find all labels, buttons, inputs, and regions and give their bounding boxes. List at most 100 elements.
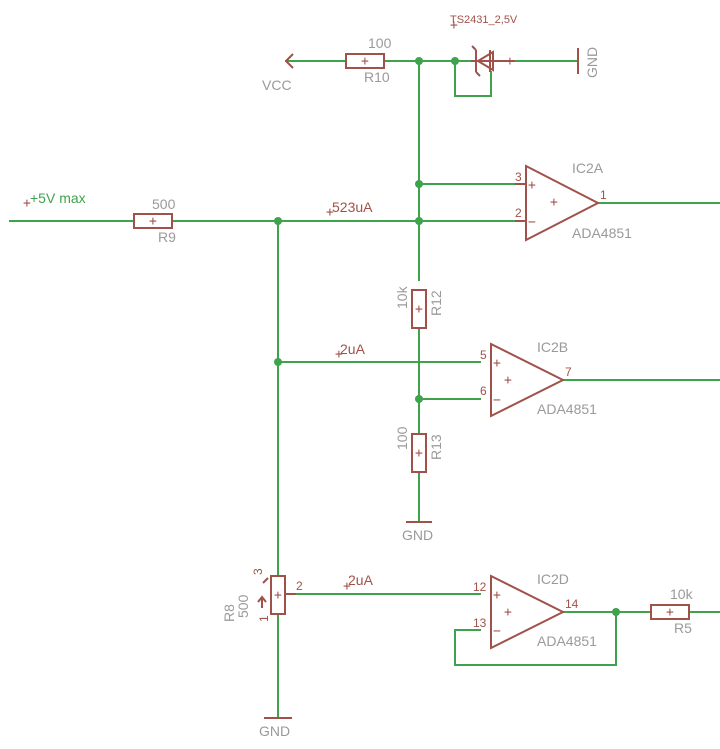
gnd-label-bottom: GND xyxy=(259,723,290,739)
opamp-ic2b[interactable]: + − + 5 6 7 IC2B ADA4851 xyxy=(480,339,597,418)
opamp-ic2d[interactable]: + − + 12 13 14 IC2D ADA4851 xyxy=(473,571,597,650)
current-origin-mark: + xyxy=(335,347,343,362)
vcc-arrow-icon xyxy=(285,53,294,69)
r9-name: R9 xyxy=(158,229,176,245)
diode-origin-mark: + xyxy=(506,54,514,69)
input-label: +5V max xyxy=(30,190,86,206)
ic2a-pin-3: 3 xyxy=(515,170,522,184)
ic2d-part: ADA4851 xyxy=(537,633,597,649)
resistor-body xyxy=(345,53,385,69)
resistor-body xyxy=(133,213,173,229)
junction-dot xyxy=(274,358,282,366)
opamp-ic2a[interactable]: + − + 3 2 1 IC2A ADA4851 xyxy=(515,160,632,242)
ic2a-pin-2: 2 xyxy=(515,206,522,220)
ic2d-pin-13: 13 xyxy=(473,616,487,630)
r8-value: 500 xyxy=(235,594,251,618)
gnd-symbol-bottom[interactable]: GND xyxy=(259,717,292,739)
junction-dot xyxy=(451,57,459,65)
opamp-triangle xyxy=(490,342,566,418)
junction-dot xyxy=(612,608,620,616)
ic2d-minus: − xyxy=(493,624,501,639)
current-label-523ua: + 523uA xyxy=(326,199,373,220)
resistor-body xyxy=(411,433,427,473)
resistor-r12[interactable]: + 10k R12 xyxy=(394,285,444,329)
ic2a-pin-1: 1 xyxy=(600,188,607,202)
ic2a-part: ADA4851 xyxy=(572,225,632,241)
r5-value: 10k xyxy=(670,586,694,602)
junction-dot xyxy=(415,395,423,403)
ic2d-pin-14: 14 xyxy=(565,597,579,611)
wiper-arrow-icon xyxy=(257,595,267,608)
ic2d-plus: + xyxy=(493,588,501,603)
opamp-triangle xyxy=(490,574,566,650)
gnd-label-middle: GND xyxy=(402,527,433,543)
ic2b-pin-7: 7 xyxy=(565,365,572,379)
ic2b-plus: + xyxy=(493,356,501,371)
r8-pin-3: 3 xyxy=(251,568,265,575)
r12-value: 10k xyxy=(394,285,410,309)
resistor-body xyxy=(650,604,690,620)
potentiometer-r8[interactable]: + 3 2 1 R8 500 xyxy=(221,568,303,622)
vcc-label: VCC xyxy=(262,77,292,93)
ic2b-pin-5: 5 xyxy=(480,348,487,362)
gnd-symbol-top[interactable]: GND xyxy=(577,47,600,78)
current-2ua-b: 2uA xyxy=(340,341,366,357)
current-origin-mark: + xyxy=(343,579,351,594)
junction-dot xyxy=(415,57,423,65)
d1-name: TS2431_2,5V xyxy=(450,14,518,26)
wire-diode-ref xyxy=(454,60,492,97)
ic2d-pin-12: 12 xyxy=(473,580,487,594)
junction-dot xyxy=(415,217,423,225)
ic2b-pin-6: 6 xyxy=(480,384,487,398)
ic2d-name: IC2D xyxy=(537,571,569,587)
input-net-label[interactable]: + +5V max xyxy=(23,190,86,211)
resistor-r5[interactable]: + 10k R5 xyxy=(650,586,694,636)
current-523ua: 523uA xyxy=(332,199,373,215)
r12-name: R12 xyxy=(428,290,444,316)
ic2a-plus: + xyxy=(528,178,536,193)
ic2b-minus: − xyxy=(493,393,501,408)
ic2d-origin-mark: + xyxy=(504,605,512,620)
r13-name: R13 xyxy=(428,434,444,460)
current-label-2ua-d: + 2uA xyxy=(343,572,374,594)
opamp-input-leads xyxy=(515,183,526,222)
ic2a-minus: − xyxy=(528,215,536,230)
ic2a-origin-mark: + xyxy=(550,195,558,210)
ic2b-origin-mark: + xyxy=(504,373,512,388)
resistor-origin-mark: + xyxy=(149,214,157,229)
diode-ts2431[interactable]: + TS2431_2,5V + xyxy=(450,14,518,77)
resistor-r13[interactable]: + 100 R13 xyxy=(394,426,444,473)
ic2b-name: IC2B xyxy=(537,339,568,355)
ic2a-name: IC2A xyxy=(572,160,604,176)
diode-triangle-icon xyxy=(476,50,494,72)
d1-origin-mark: + xyxy=(450,18,458,33)
zener-bar-icon xyxy=(471,45,481,77)
r13-value: 100 xyxy=(394,426,410,450)
r10-name: R10 xyxy=(364,69,390,85)
resistor-origin-mark: + xyxy=(415,446,423,461)
wires xyxy=(9,60,720,719)
r8-pin-2: 2 xyxy=(296,579,303,593)
input-origin-mark: + xyxy=(23,196,31,211)
r8-name: R8 xyxy=(221,604,237,622)
current-label-2ua-b: + 2uA xyxy=(335,341,366,362)
resistor-origin-mark: + xyxy=(274,588,282,603)
gnd-label-top: GND xyxy=(584,47,600,78)
wiper-tick-icon xyxy=(262,577,269,584)
resistor-body xyxy=(411,289,427,329)
resistor-origin-mark: + xyxy=(361,54,369,69)
junction-dot xyxy=(415,180,423,188)
gnd-symbol-middle[interactable]: GND xyxy=(402,521,433,543)
resistor-r10[interactable]: + 100 R10 xyxy=(345,35,392,85)
resistor-r9[interactable]: + 500 R9 xyxy=(133,196,176,245)
r8-pin-1: 1 xyxy=(257,615,271,622)
current-origin-mark: + xyxy=(326,205,334,220)
r10-value: 100 xyxy=(368,35,392,51)
junctions xyxy=(274,57,620,616)
vcc-supply-symbol[interactable]: VCC xyxy=(262,53,294,93)
junction-dot xyxy=(274,217,282,225)
resistor-origin-mark: + xyxy=(666,605,674,620)
wire-ic2d-feedback xyxy=(454,611,617,666)
current-2ua-d: 2uA xyxy=(348,572,374,588)
